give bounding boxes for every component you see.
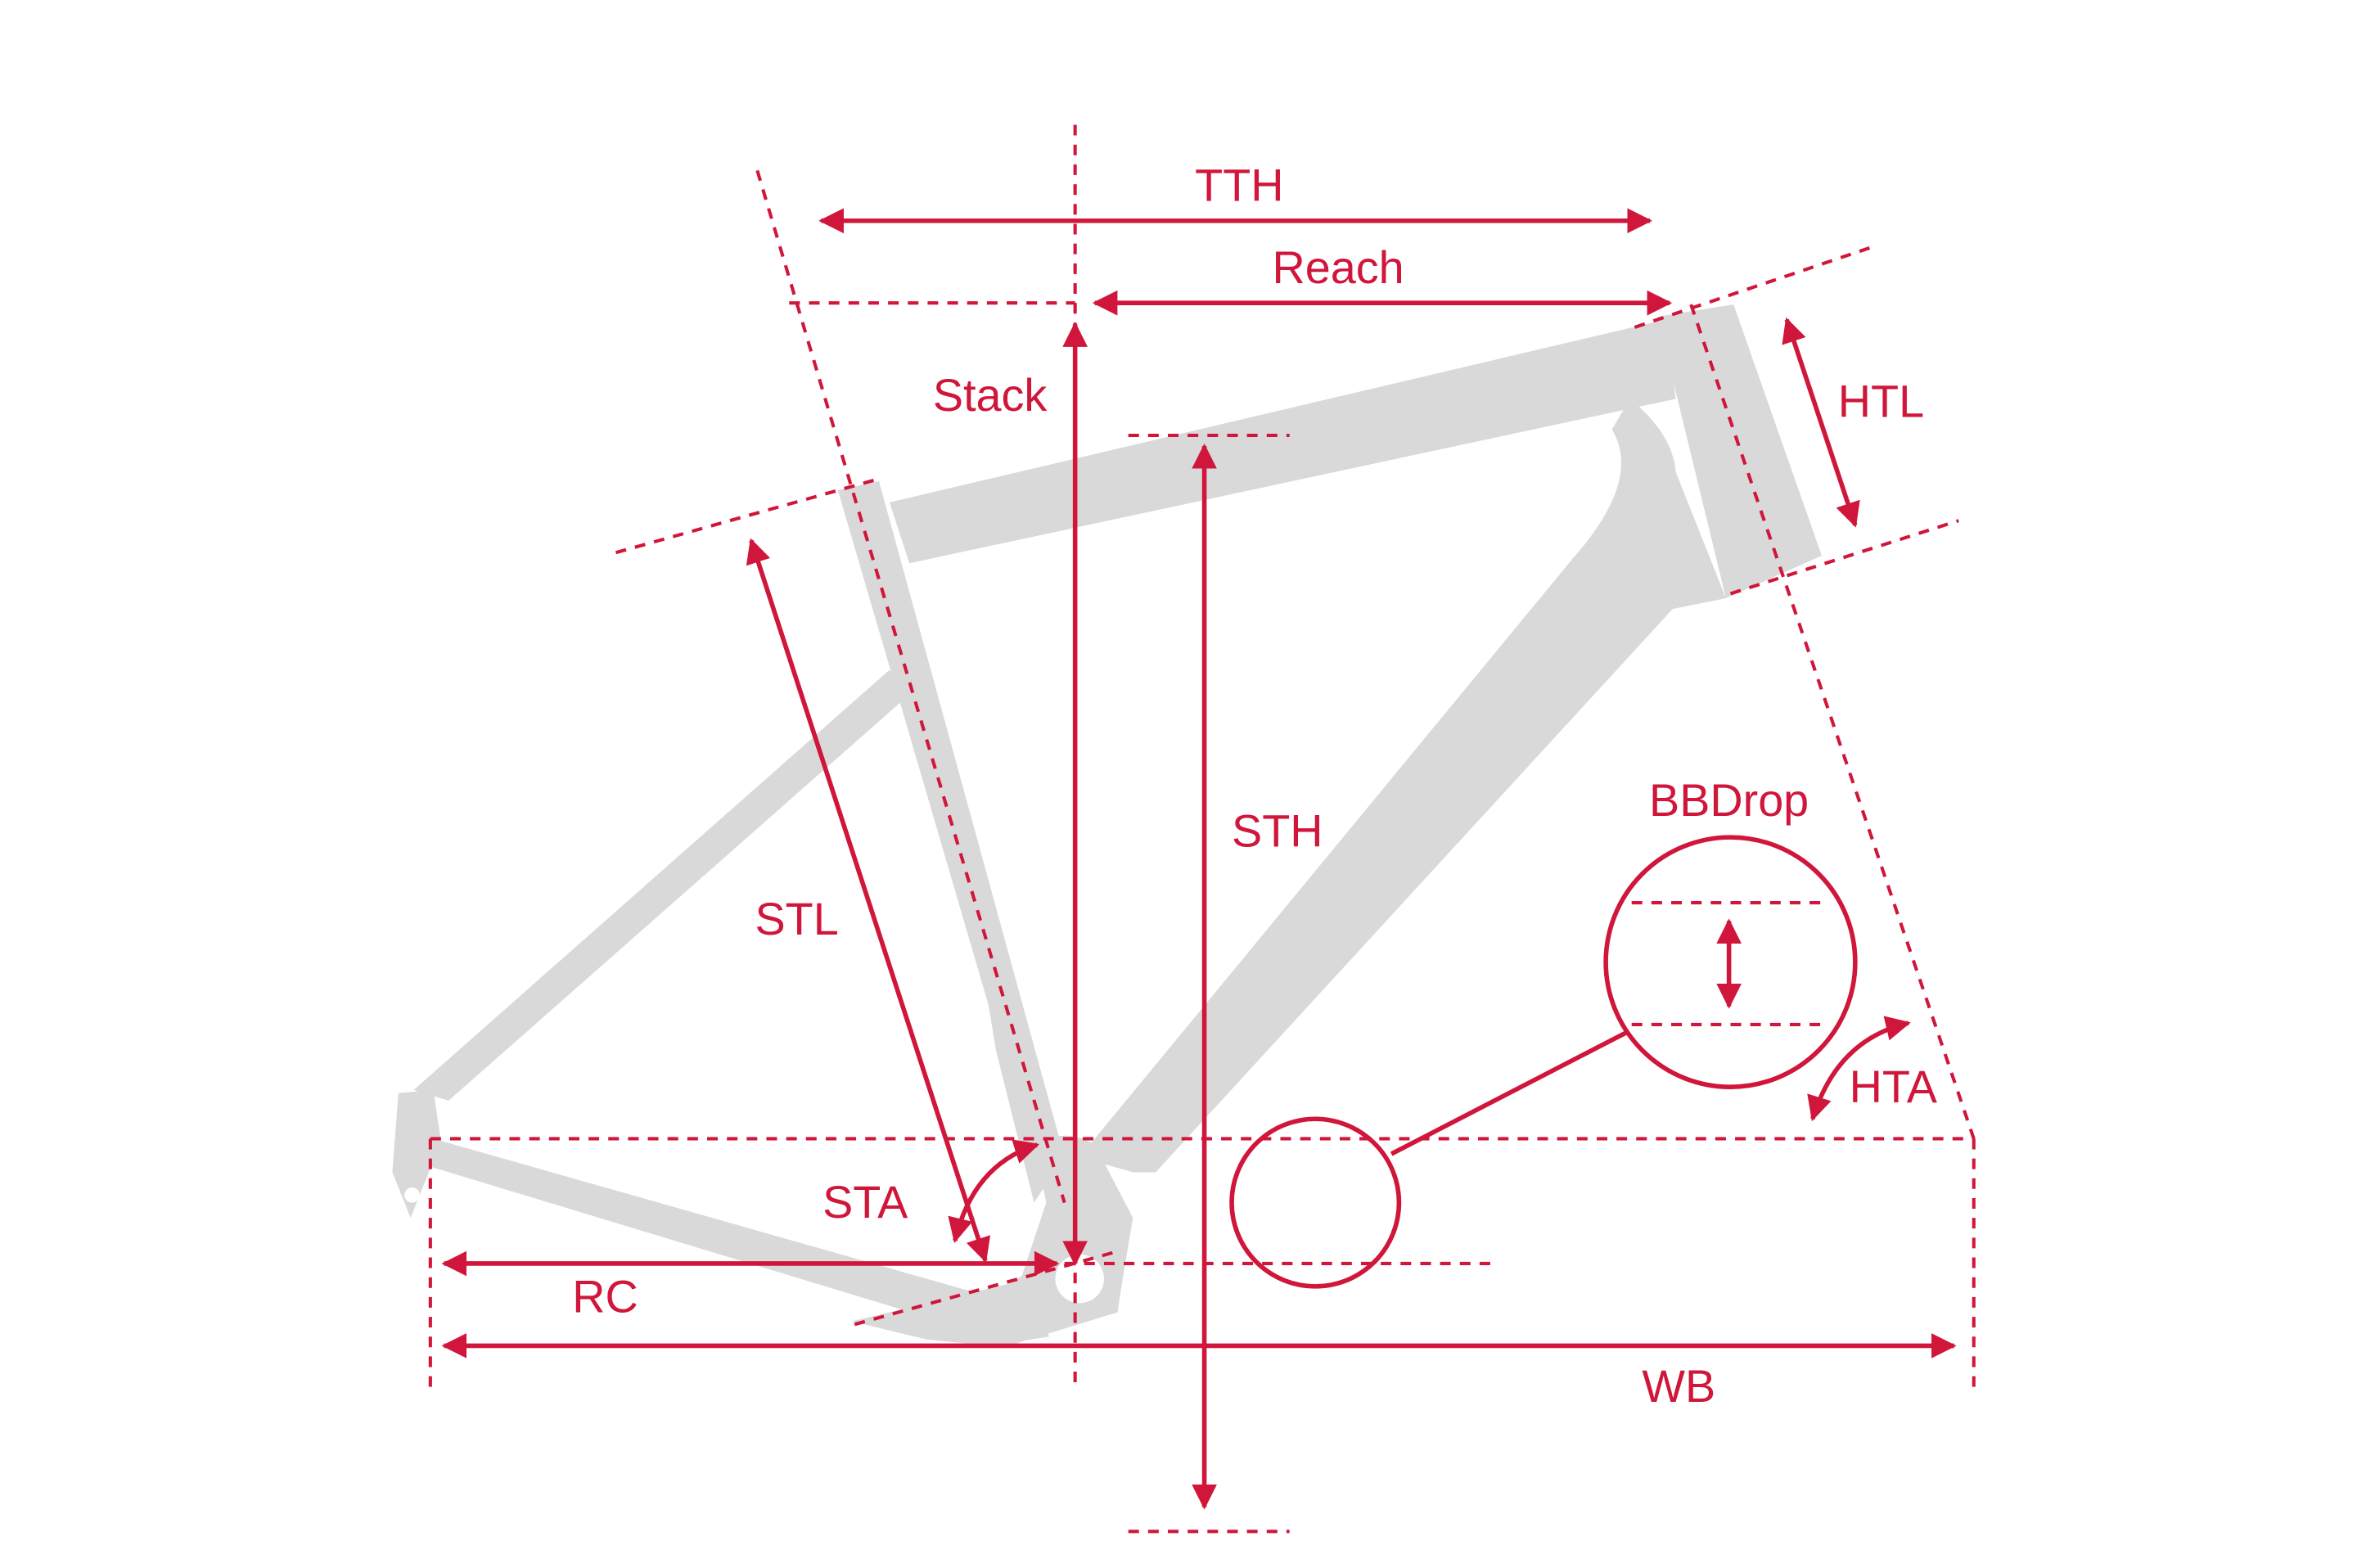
bbdrop-connector (1390, 1030, 1629, 1156)
seat-tube (837, 480, 1065, 1203)
label-stack: Stack (933, 370, 1048, 421)
stl-arrow (746, 538, 991, 1264)
bike-frame (392, 304, 1822, 1348)
chain-stay (398, 1126, 1050, 1343)
dropout (392, 1089, 441, 1219)
label-htl: HTL (1838, 376, 1924, 427)
label-bbdrop: BBDrop (1649, 775, 1809, 826)
label-wb: WB (1642, 1361, 1715, 1412)
sta-arc (948, 1139, 1040, 1244)
bbdrop-zoom-circle (1603, 835, 1858, 1089)
label-sth: STH (1232, 805, 1323, 856)
label-reach: Reach (1273, 242, 1404, 293)
label-rc: RC (572, 1271, 638, 1322)
label-stl: STL (755, 894, 839, 944)
label-sta: STA (822, 1177, 908, 1228)
hta-arc (1807, 1016, 1911, 1122)
label-hta: HTA (1850, 1061, 1938, 1112)
dimension-arrows (441, 208, 1957, 1510)
down-tube (1079, 399, 1676, 1173)
head-tube (1657, 304, 1822, 599)
down-tube-lower (1133, 471, 1726, 1173)
seat-stay (413, 669, 907, 1101)
htl-arrow (1782, 317, 1860, 528)
bb-circle (1229, 1116, 1402, 1289)
labels: TTH Reach Stack HTL STL STH BBDrop HTA S… (572, 160, 1937, 1413)
top-tube (889, 319, 1676, 564)
label-tth: TTH (1195, 160, 1283, 211)
